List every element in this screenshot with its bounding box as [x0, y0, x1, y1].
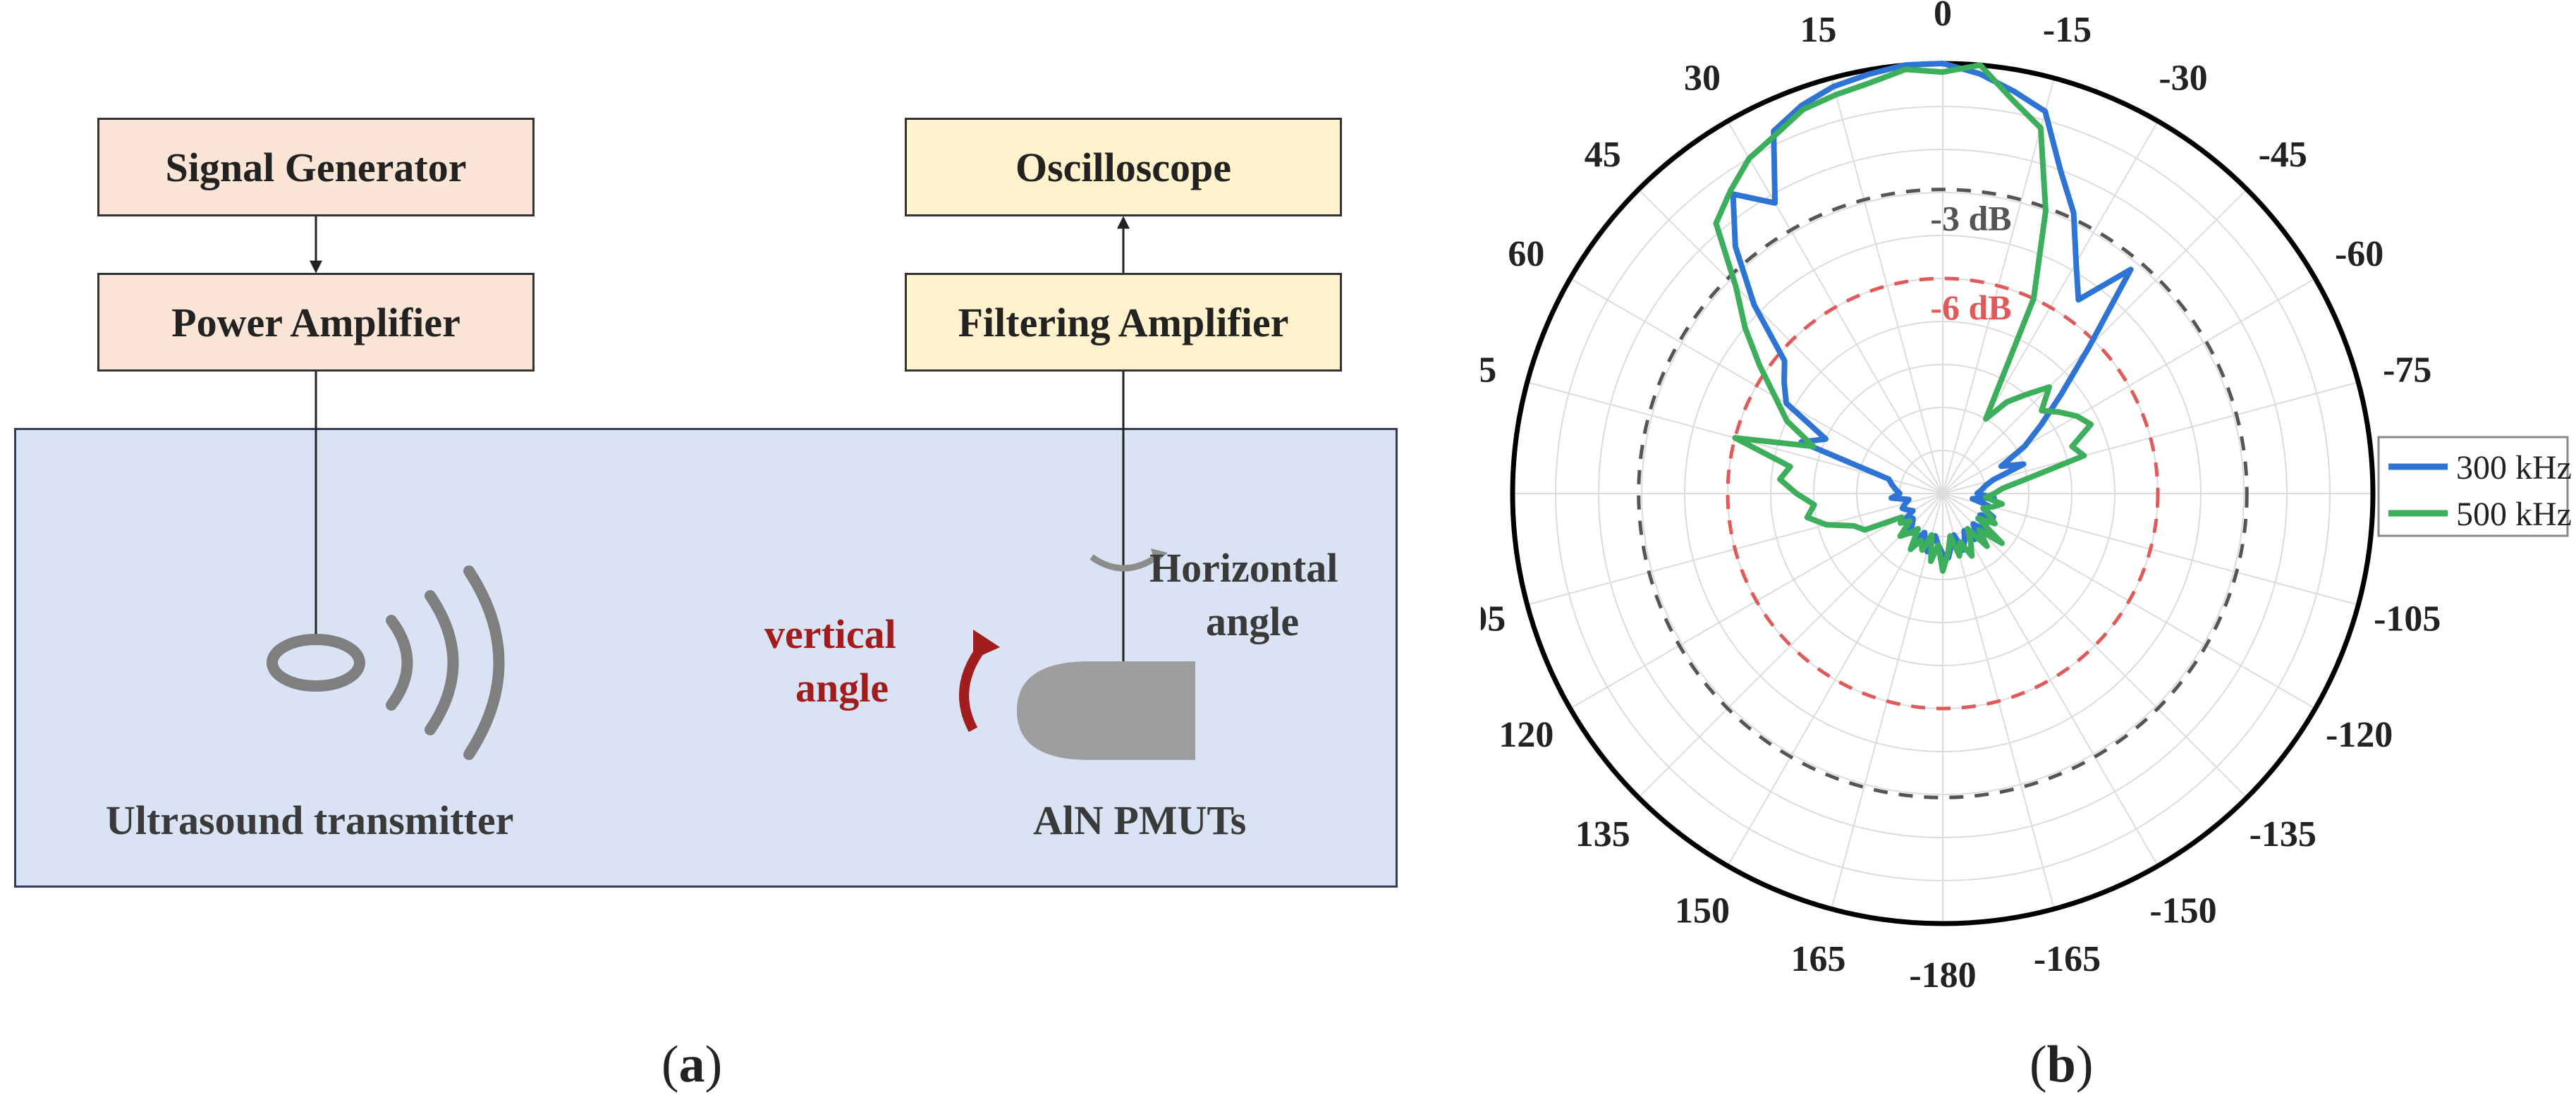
- caption-b-letter: b: [2046, 1036, 2076, 1093]
- angle-tick-label: -150: [2149, 891, 2216, 931]
- reference-circle: [1726, 276, 2160, 711]
- angle-tick-label: -30: [2159, 58, 2207, 98]
- angle-tick-label: -120: [2326, 715, 2393, 755]
- angle-tick-label: -165: [2034, 939, 2101, 979]
- series-line-1: [1713, 62, 2094, 574]
- vertical-angle-label-line2: angle: [795, 665, 889, 711]
- angle-tick-label: 165: [1790, 939, 1845, 979]
- power-amplifier-box: Power Amplifier: [97, 273, 535, 372]
- grid-spoke: [1942, 381, 2359, 494]
- polar-grid: [1510, 61, 2376, 926]
- caption-a-letter: a: [678, 1036, 705, 1093]
- legend-box: [2377, 436, 2569, 537]
- reference-label: -3 dB: [1930, 199, 2011, 238]
- panel-a-connectors: [267, 216, 1195, 760]
- wave-arc-icon: [463, 565, 505, 760]
- transmitter-disk-icon: [267, 634, 365, 692]
- signal-generator-label: Signal Generator: [165, 144, 467, 190]
- horizontal-angle-label-line1: Horizontal: [1149, 545, 1338, 591]
- power-amplifier-label: Power Amplifier: [171, 299, 460, 345]
- grid-spoke: [1942, 493, 2159, 866]
- caption-a: (a): [661, 1036, 723, 1093]
- angle-tick-label: -105: [2374, 599, 2441, 639]
- grid-spoke: [1637, 493, 1943, 799]
- reference-label: -6 dB: [1930, 288, 2011, 327]
- angle-tick-label: -15: [2043, 10, 2092, 50]
- angle-tick-labels: 0-15-30-45-60-75-90-105-120-135-150-165-…: [1481, 0, 2448, 995]
- caption-b: (b): [2029, 1036, 2094, 1093]
- water-tank: [14, 428, 1398, 888]
- horizontal-rotation-icon: [1089, 554, 1159, 572]
- legend: 300 kHz 500 kHz: [2377, 436, 2572, 537]
- angle-tick-label: 120: [1498, 715, 1553, 755]
- angle-tick-label: -45: [2259, 135, 2307, 175]
- oscilloscope-label: Oscilloscope: [1015, 144, 1232, 190]
- vertical-angle-label-line1: vertical: [764, 611, 896, 657]
- angle-tick-label: -135: [2250, 814, 2316, 854]
- wave-arc-icon: [425, 590, 459, 735]
- angle-tick-label: 60: [1508, 234, 1544, 274]
- angle-tick-label: 105: [1481, 599, 1506, 639]
- angle-tick-label: -75: [2383, 350, 2431, 390]
- reference-circle: [1637, 188, 2249, 799]
- angle-tick-label: 15: [1800, 10, 1836, 50]
- grid-spoke: [1831, 78, 1943, 494]
- angle-tick-label: -60: [2335, 234, 2383, 274]
- horizontal-angle-label-line2: angle: [1206, 599, 1300, 644]
- transmitter-label: Ultrasound transmitter: [106, 797, 514, 843]
- signal-generator-box: Signal Generator: [97, 118, 535, 216]
- grid-spoke: [1942, 493, 2248, 799]
- legend-label: 500 kHz: [2456, 496, 2572, 533]
- oscilloscope-box: Oscilloscope: [905, 118, 1342, 216]
- grid-spoke: [1727, 493, 1943, 866]
- horizontal-rotation-tip-icon: [1151, 549, 1168, 564]
- vertical-rotation-tip-icon: [973, 630, 1000, 659]
- pmut-device-icon: [1017, 661, 1195, 760]
- angle-tick-label: 135: [1575, 814, 1630, 854]
- angle-tick-label: 45: [1585, 135, 1621, 175]
- angle-tick-label: -180: [1909, 955, 1976, 995]
- angle-tick-label: 150: [1675, 891, 1730, 931]
- angle-tick-label: 0: [1934, 0, 1952, 34]
- filtering-amplifier-box: Filtering Amplifier: [905, 273, 1342, 372]
- receiver-label: AlN PMUTs: [1033, 797, 1247, 843]
- series-line-0: [1730, 61, 2134, 561]
- angle-tick-label: 30: [1684, 58, 1721, 98]
- wave-arc-icon: [386, 615, 413, 711]
- filtering-amplifier-label: Filtering Amplifier: [958, 299, 1289, 345]
- polar-chart: -3 dB-6 dB 0-15-30-45-60-75-90-105-120-1…: [1481, 0, 2572, 995]
- legend-label: 300 kHz: [2456, 449, 2572, 486]
- polar-series: [1713, 61, 2134, 574]
- angle-tick-label: 75: [1481, 350, 1496, 390]
- grid-spoke: [1942, 278, 2316, 494]
- reference-circles: -3 dB -6 dB: [1637, 188, 2249, 799]
